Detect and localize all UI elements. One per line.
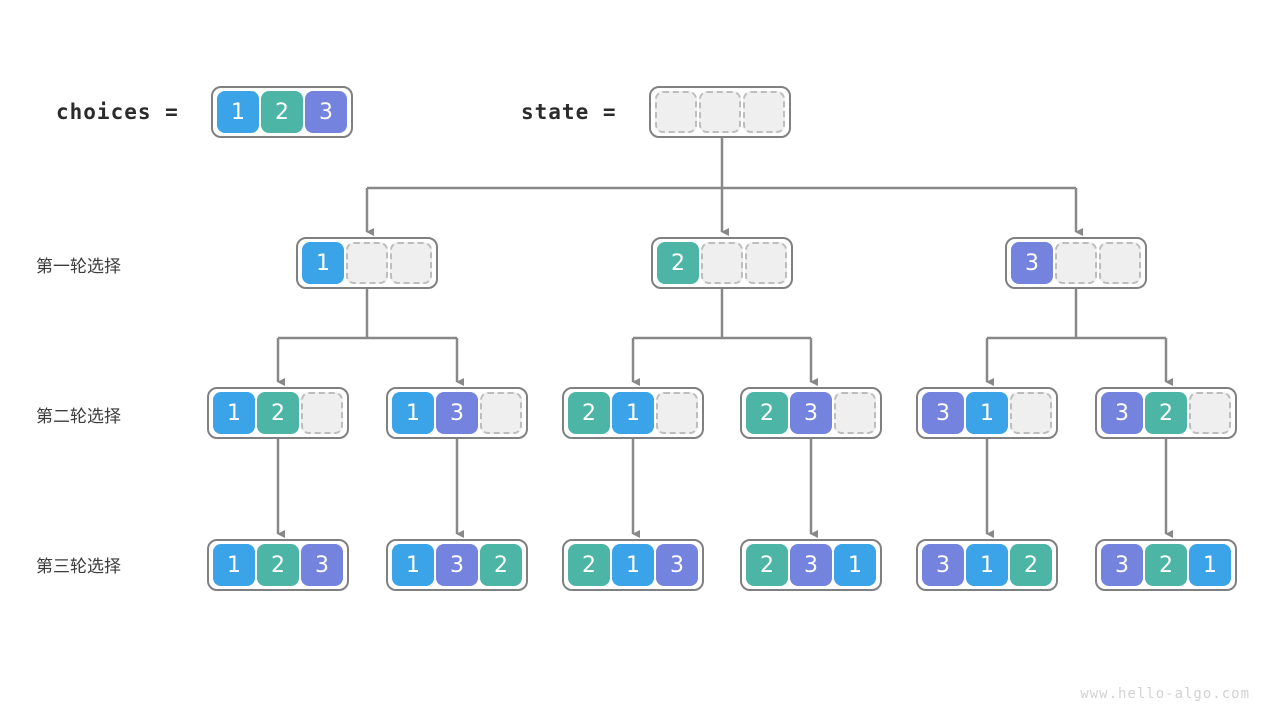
round3-node-2-cell-0-value-2: 2 (568, 544, 610, 586)
row-label-round-2: 第二轮选择 (36, 407, 121, 427)
round1-node-0-cell-0-value-1: 1 (302, 242, 344, 284)
round1-node-2-cell-2-empty (1099, 242, 1141, 284)
round3-node-2-cell-2-value-3: 3 (656, 544, 698, 586)
round2-node-3-cell-0-value-2: 2 (746, 392, 788, 434)
round3-node-0-cell-2-value-3: 3 (301, 544, 343, 586)
round1-node-0-cell-1-empty (346, 242, 388, 284)
round3-node-3-cell-2-value-1: 1 (834, 544, 876, 586)
row-label-round-3: 第三轮选择 (36, 557, 121, 577)
round2-node-0-cell-2-empty (301, 392, 343, 434)
round3-node-3-cell-0-value-2: 2 (746, 544, 788, 586)
round3-node-1-cell-2-value-2: 2 (480, 544, 522, 586)
round3-node-5-cell-2-value-1: 1 (1189, 544, 1231, 586)
round2-node-1-cell-2-empty (480, 392, 522, 434)
round1-node-1: 2 (651, 237, 793, 289)
round3-node-2-cell-1-value-1: 1 (612, 544, 654, 586)
round2-node-3-cell-1-value-3: 3 (790, 392, 832, 434)
round3-node-4-cell-0-value-3: 3 (922, 544, 964, 586)
round3-node-0-cell-0-value-1: 1 (213, 544, 255, 586)
choices-cell-0-value-1: 1 (217, 91, 259, 133)
round2-node-0-cell-1-value-2: 2 (257, 392, 299, 434)
round3-node-4-cell-1-value-1: 1 (966, 544, 1008, 586)
choices-label: choices = (56, 100, 179, 124)
round2-node-5-cell-1-value-2: 2 (1145, 392, 1187, 434)
round1-node-1-cell-1-empty (701, 242, 743, 284)
round2-node-2-cell-1-value-1: 1 (612, 392, 654, 434)
round2-node-4-cell-1-value-1: 1 (966, 392, 1008, 434)
state-label: state = (521, 100, 617, 124)
choices-cell-2-value-3: 3 (305, 91, 347, 133)
round2-node-0-cell-0-value-1: 1 (213, 392, 255, 434)
round3-node-4-cell-2-value-2: 2 (1010, 544, 1052, 586)
state-array (649, 86, 791, 138)
round2-node-4-cell-0-value-3: 3 (922, 392, 964, 434)
round2-node-2-cell-0-value-2: 2 (568, 392, 610, 434)
round2-node-5-cell-2-empty (1189, 392, 1231, 434)
round2-node-3-cell-2-empty (834, 392, 876, 434)
round3-node-1-cell-1-value-3: 3 (436, 544, 478, 586)
round1-node-2-cell-0-value-3: 3 (1011, 242, 1053, 284)
round2-node-1-cell-0-value-1: 1 (392, 392, 434, 434)
round2-node-2-cell-2-empty (656, 392, 698, 434)
round1-node-1-cell-0-value-2: 2 (657, 242, 699, 284)
round3-node-5-cell-1-value-2: 2 (1145, 544, 1187, 586)
round1-node-0: 1 (296, 237, 438, 289)
round1-node-1-cell-2-empty (745, 242, 787, 284)
round3-node-0-cell-1-value-2: 2 (257, 544, 299, 586)
round1-node-2-cell-1-empty (1055, 242, 1097, 284)
round1-node-0-cell-2-empty (390, 242, 432, 284)
round2-node-5-cell-0-value-3: 3 (1101, 392, 1143, 434)
state-cell-2-empty (743, 91, 785, 133)
round3-node-3-cell-1-value-3: 3 (790, 544, 832, 586)
round1-node-2: 3 (1005, 237, 1147, 289)
choices-cell-1-value-2: 2 (261, 91, 303, 133)
row-label-round-1: 第一轮选择 (36, 257, 121, 277)
round2-node-4-cell-2-empty (1010, 392, 1052, 434)
round3-node-1-cell-0-value-1: 1 (392, 544, 434, 586)
state-cell-0-empty (655, 91, 697, 133)
watermark: www.hello-algo.com (1080, 686, 1250, 702)
round3-node-5-cell-0-value-3: 3 (1101, 544, 1143, 586)
round2-node-1-cell-1-value-3: 3 (436, 392, 478, 434)
state-cell-1-empty (699, 91, 741, 133)
